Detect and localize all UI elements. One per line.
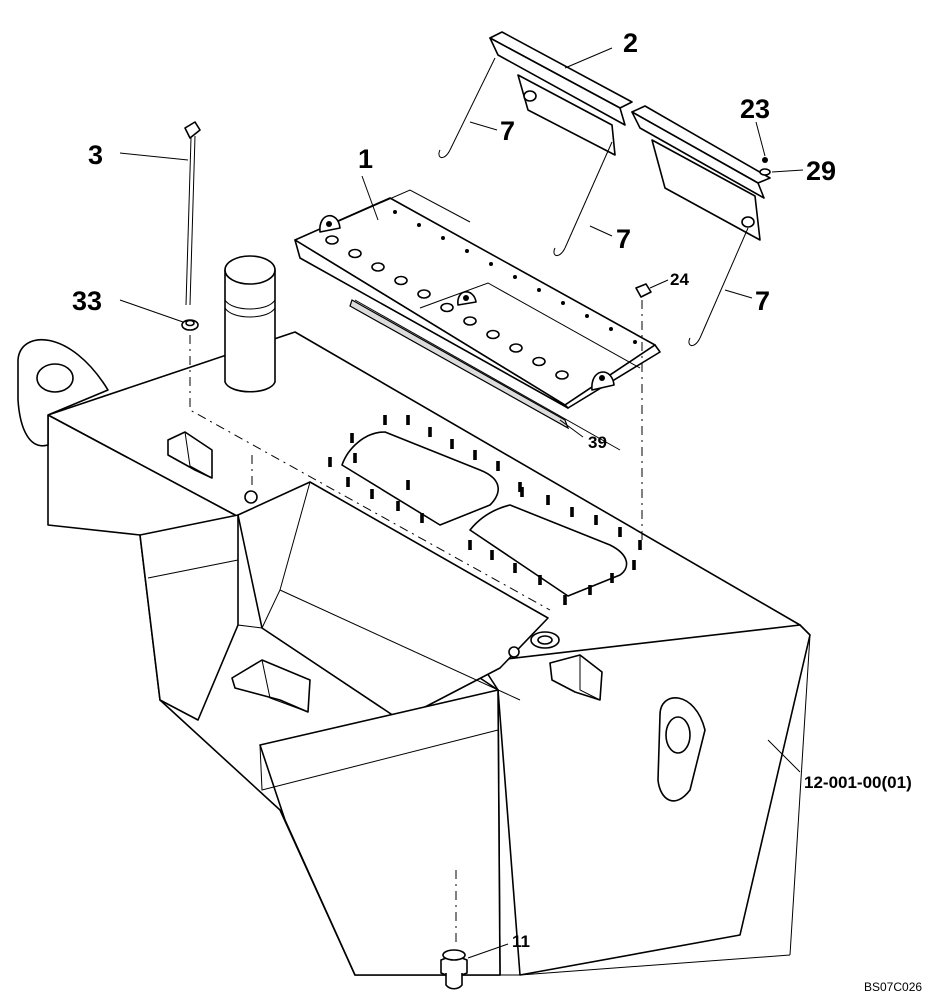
stud-bolt xyxy=(396,501,400,511)
stud-bolt xyxy=(490,550,494,560)
plate-hole xyxy=(555,370,569,380)
plate-hole xyxy=(393,210,397,214)
stud-bolt xyxy=(638,540,642,550)
cover-plate-ears xyxy=(319,214,615,391)
stud-bolt xyxy=(328,457,332,467)
stud-bolt xyxy=(450,439,454,449)
hook-rod-upper xyxy=(438,57,496,158)
stud-bolt xyxy=(473,450,477,460)
hinge-panel-assembly xyxy=(489,31,771,241)
counterweight-body xyxy=(47,331,811,976)
nut-33 xyxy=(181,319,199,331)
stud-bolt xyxy=(594,515,598,525)
access-opening-right xyxy=(469,504,628,597)
plate-hole xyxy=(394,275,408,286)
callout-33: 33 xyxy=(72,286,102,316)
stud-bolt xyxy=(546,495,550,505)
stud-bolts xyxy=(328,415,642,605)
stud-bolt xyxy=(383,415,387,425)
stud-bolt xyxy=(370,489,374,499)
plate-hole xyxy=(417,223,421,227)
callout-3: 3 xyxy=(88,140,103,170)
top-left-bracket xyxy=(167,431,213,479)
filler-cylinder xyxy=(224,255,276,393)
drawing-code: BS07C026 xyxy=(864,980,922,994)
plate-hole xyxy=(532,356,546,367)
plate-hole xyxy=(537,288,541,292)
alignment-lines xyxy=(189,300,643,945)
dipstick xyxy=(184,121,201,306)
plate-hole xyxy=(463,316,477,326)
drain-plug xyxy=(440,949,468,990)
callout-23: 23 xyxy=(740,94,770,124)
plate-hole xyxy=(348,248,362,259)
stud-bolt xyxy=(353,453,357,463)
callout-2: 2 xyxy=(623,28,638,58)
plate-hole xyxy=(417,289,431,299)
plate-hole xyxy=(371,262,385,272)
right-lifting-eye xyxy=(657,697,706,802)
stud-bolt xyxy=(520,487,524,497)
stud-bolt xyxy=(570,507,574,517)
reference-number: 12-001-00(01) xyxy=(804,773,912,792)
stud-bolt xyxy=(406,480,410,490)
stud-bolt xyxy=(468,540,472,550)
plate-hole xyxy=(441,236,445,240)
front-bracket xyxy=(549,654,603,701)
left-lifting-eye xyxy=(17,339,109,447)
plate-hole xyxy=(489,262,493,266)
nut-29 xyxy=(759,168,771,176)
stud-bolt xyxy=(563,595,567,605)
plate-hole xyxy=(486,329,500,340)
callout-11: 11 xyxy=(512,932,530,951)
stud-bolt xyxy=(406,415,410,425)
callout-7-middle: 7 xyxy=(616,224,631,254)
callout-24: 24 xyxy=(670,270,689,289)
plate-hole xyxy=(633,340,637,344)
plate-hole xyxy=(465,249,469,253)
plate-hole xyxy=(513,275,517,279)
callout-39: 39 xyxy=(588,433,607,452)
hook-rod-lower xyxy=(688,227,749,346)
hook-rod-middle xyxy=(553,141,613,256)
stud-bolt xyxy=(428,427,432,437)
stud-bolt xyxy=(588,585,592,595)
stud-bolt xyxy=(346,477,350,487)
stud-bolt xyxy=(632,560,636,570)
stud-bolt xyxy=(496,461,500,471)
stud-bolt xyxy=(420,513,424,523)
callout-29: 29 xyxy=(806,156,836,186)
callout-1: 1 xyxy=(358,144,373,174)
body-bolts xyxy=(244,490,560,658)
stud-bolt xyxy=(513,563,517,573)
leader-lines xyxy=(119,47,804,959)
callout-labels: 1 2 3 7 7 7 11 23 24 29 33 39 12-001-00(… xyxy=(72,28,922,994)
callout-7-upper: 7 xyxy=(500,116,515,146)
cavity-bracket xyxy=(231,659,311,713)
stud-bolt xyxy=(350,433,354,443)
nut-24 xyxy=(635,283,652,298)
access-opening-left xyxy=(341,431,499,526)
cover-plate-holes xyxy=(325,210,637,380)
stud-bolt xyxy=(618,527,622,537)
plate-hole xyxy=(440,302,454,313)
stud-bolt xyxy=(538,575,542,585)
plate-hole xyxy=(509,343,523,353)
callout-7-lower: 7 xyxy=(755,286,770,316)
plate-hole xyxy=(325,235,339,245)
stud-bolt xyxy=(518,482,522,492)
washer-23 xyxy=(762,157,768,163)
plate-hole xyxy=(585,314,589,318)
stud-bolt xyxy=(610,573,614,583)
plate-hole xyxy=(561,301,565,305)
plate-hole xyxy=(609,327,613,331)
